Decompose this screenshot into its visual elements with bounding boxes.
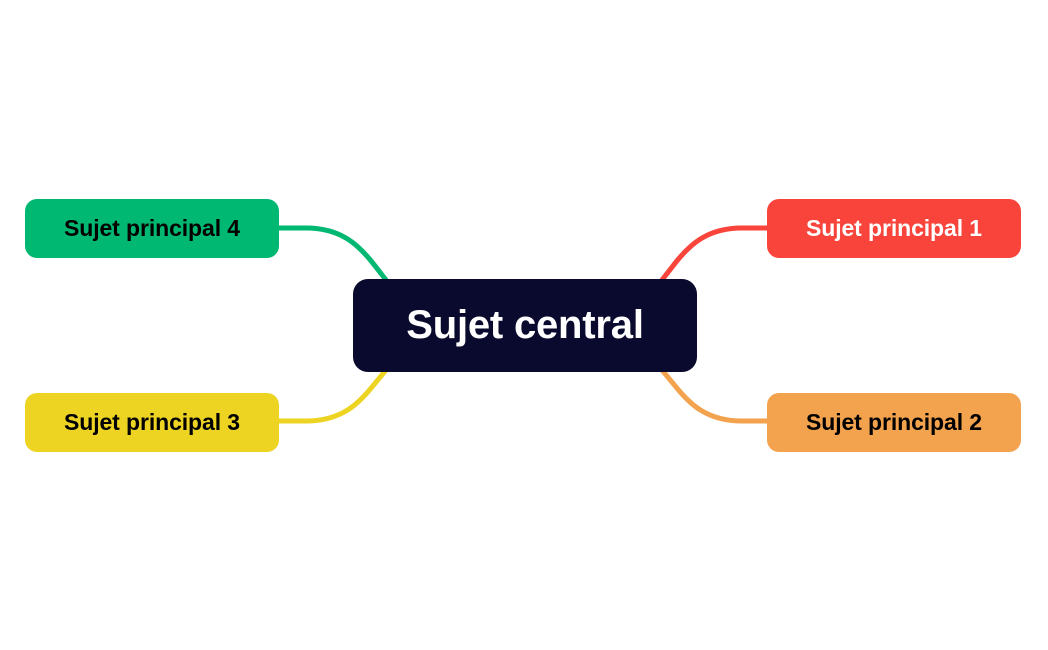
node-branch-1[interactable]: Sujet principal 1 [767, 199, 1021, 258]
node-branch-2-label: Sujet principal 2 [806, 409, 982, 435]
node-branch-3-label: Sujet principal 3 [64, 409, 240, 435]
node-branch-4-label: Sujet principal 4 [64, 215, 240, 241]
connector-central-to-branch-1 [659, 225, 776, 283]
node-central-label: Sujet central [406, 303, 644, 347]
connector-central-to-branch-4 [272, 225, 389, 283]
node-branch-2[interactable]: Sujet principal 2 [767, 393, 1021, 452]
node-branch-4[interactable]: Sujet principal 4 [25, 199, 279, 258]
node-branch-1-label: Sujet principal 1 [806, 215, 982, 241]
connector-central-to-branch-2 [659, 367, 776, 424]
node-central[interactable]: Sujet central [353, 279, 697, 372]
connector-central-to-branch-3 [272, 367, 389, 424]
node-branch-3[interactable]: Sujet principal 3 [25, 393, 279, 452]
